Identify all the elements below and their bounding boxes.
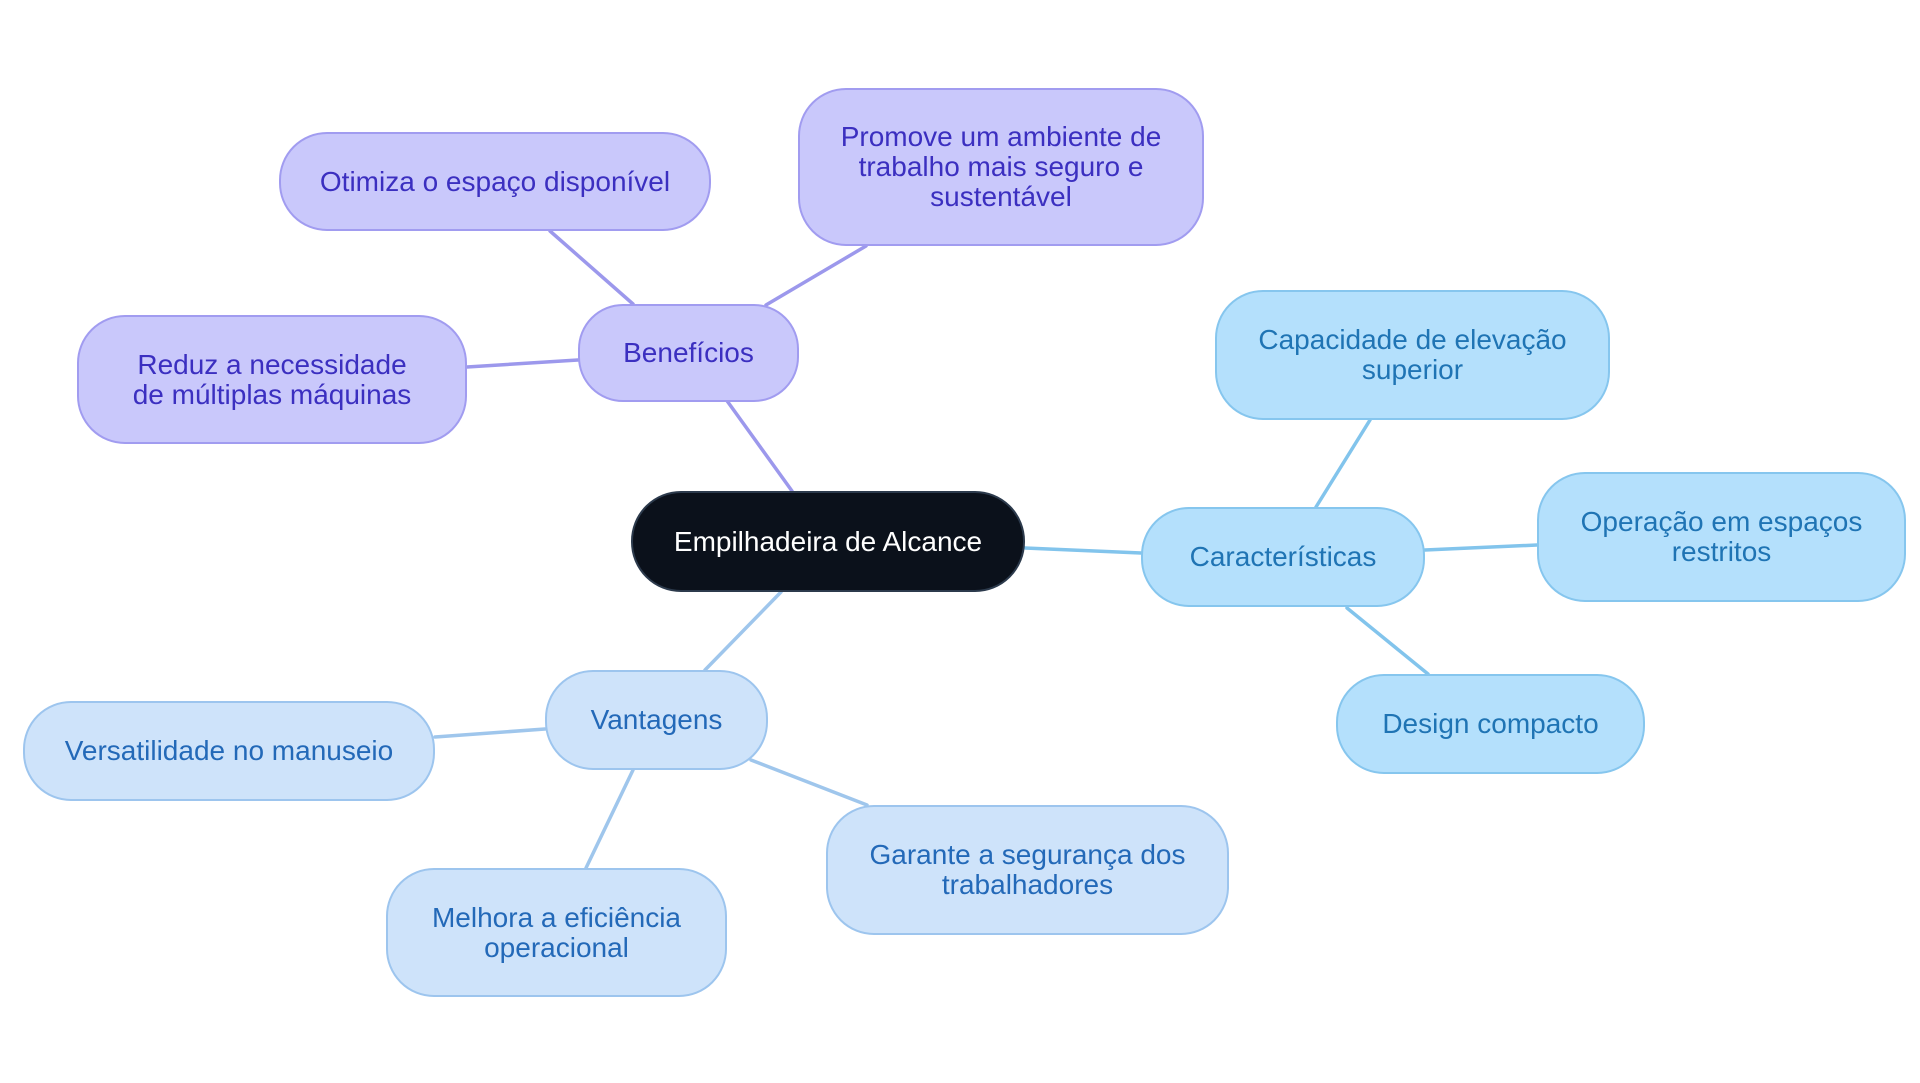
leaf-capacidade-label: Capacidade de elevação superior bbox=[1258, 324, 1567, 385]
edge-beneficios-promove bbox=[764, 244, 868, 307]
leaf-melhora[interactable]: Melhora a eficiência operacional bbox=[386, 868, 727, 997]
root-node[interactable]: Empilhadeira de Alcance bbox=[631, 491, 1025, 592]
branch-beneficios-label: Benefícios bbox=[623, 337, 754, 368]
edge-vantagens-melhora bbox=[584, 768, 635, 870]
edge-root-caracteristicas bbox=[1023, 546, 1143, 555]
leaf-otimiza[interactable]: Otimiza o espaço disponível bbox=[279, 132, 711, 231]
edge-caracteristicas-design bbox=[1345, 606, 1430, 676]
leaf-garante-label: Garante a segurança dos trabalhadores bbox=[869, 839, 1186, 900]
leaf-operacao-label: Operação em espaços restritos bbox=[1580, 506, 1863, 567]
leaf-design[interactable]: Design compacto bbox=[1336, 674, 1645, 774]
branch-vantagens-label: Vantagens bbox=[590, 704, 723, 735]
leaf-promove-label: Promove um ambiente de trabalho mais seg… bbox=[840, 121, 1162, 212]
leaf-versatilidade[interactable]: Versatilidade no manuseio bbox=[23, 701, 435, 801]
leaf-promove[interactable]: Promove um ambiente de trabalho mais seg… bbox=[798, 88, 1204, 246]
leaf-garante[interactable]: Garante a segurança dos trabalhadores bbox=[826, 805, 1229, 935]
branch-vantagens[interactable]: Vantagens bbox=[545, 670, 768, 770]
leaf-melhora-label: Melhora a eficiência operacional bbox=[431, 901, 682, 963]
edge-caracteristicas-operacao bbox=[1423, 543, 1539, 552]
branch-caracteristicas[interactable]: Características bbox=[1141, 507, 1425, 607]
leaf-versatilidade-label: Versatilidade no manuseio bbox=[64, 735, 394, 766]
leaf-capacidade[interactable]: Capacidade de elevação superior bbox=[1215, 290, 1610, 420]
leaf-design-label: Design compacto bbox=[1382, 708, 1599, 739]
edge-root-beneficios bbox=[723, 396, 794, 493]
leaf-otimiza-label: Otimiza o espaço disponível bbox=[319, 165, 671, 197]
leaf-reduz[interactable]: Reduz a necessidade de múltiplas máquina… bbox=[77, 315, 467, 444]
edge-beneficios-otimiza bbox=[548, 229, 635, 306]
edge-vantagens-versatilidade bbox=[433, 727, 547, 739]
edge-vantagens-garante bbox=[749, 758, 869, 807]
edge-root-vantagens bbox=[703, 590, 783, 672]
branch-beneficios[interactable]: Benefícios bbox=[578, 304, 799, 402]
leaf-reduz-label: Reduz a necessidade de múltiplas máquina… bbox=[132, 348, 412, 410]
leaf-operacao[interactable]: Operação em espaços restritos bbox=[1537, 472, 1906, 602]
edge-caracteristicas-capacidade bbox=[1314, 418, 1372, 509]
branch-caracteristicas-label: Características bbox=[1189, 541, 1377, 572]
root-label: Empilhadeira de Alcance bbox=[673, 525, 983, 557]
edge-beneficios-reduz bbox=[465, 358, 580, 369]
